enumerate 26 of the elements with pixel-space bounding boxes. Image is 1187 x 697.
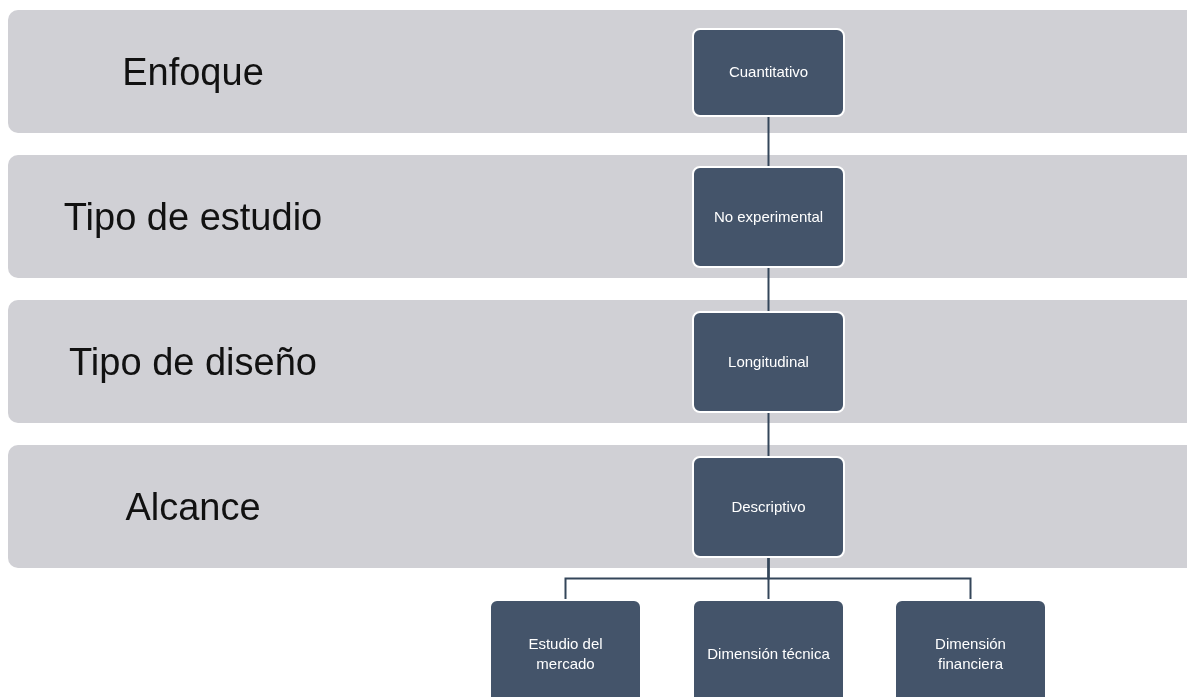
process-box — [692, 311, 845, 413]
process-box — [894, 599, 1047, 697]
box-label: Estudio del mercado — [527, 633, 604, 674]
connector-line — [767, 412, 770, 457]
row-band — [8, 10, 1187, 133]
box-label: Longitudinal — [727, 351, 810, 372]
connector-line — [767, 116, 770, 167]
box-label: Cuantitativo — [727, 62, 810, 83]
row-label: Alcance — [124, 485, 262, 528]
connector-line — [767, 557, 972, 600]
box-label: Dimensión técnica — [706, 643, 831, 664]
box-label: Dimensión financiera — [934, 633, 1007, 674]
row-label: Tipo de diseño — [68, 340, 318, 383]
row-band — [8, 300, 1187, 423]
process-box — [692, 166, 845, 268]
box-label: Descriptivo — [730, 496, 807, 517]
box-label: No experimental — [712, 206, 825, 227]
row-band — [8, 445, 1187, 568]
row-label: Enfoque — [121, 50, 265, 93]
process-box — [692, 28, 845, 117]
row-label: Tipo de estudio — [62, 195, 324, 238]
process-box — [489, 599, 642, 697]
process-box — [692, 599, 845, 697]
row-band — [8, 155, 1187, 278]
connector-line — [767, 267, 770, 312]
process-box — [692, 456, 845, 558]
